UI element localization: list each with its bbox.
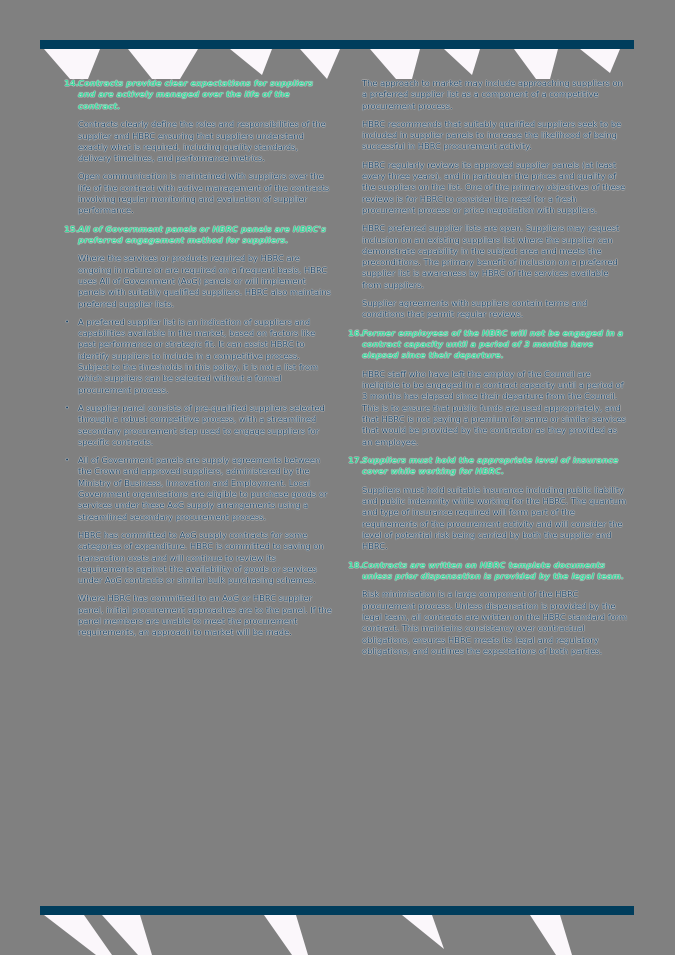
footer-band <box>40 906 634 915</box>
section-18-heading: 18.Contracts are written on HBRC templat… <box>348 559 625 581</box>
section-15-heading: 15.All of Government panels or HBRC pane… <box>64 223 327 245</box>
bullet-item: A supplier panel consists of pre-qualifi… <box>65 403 332 448</box>
paragraph: Supplier agreements with suppliers conta… <box>362 298 588 320</box>
section-15-paragraph: Where HBRC has committed to an AoG or HB… <box>78 593 332 638</box>
section-17-heading: 17.Suppliers must hold the appropriate l… <box>348 454 619 477</box>
paragraph: HBRC regularly reviews its approved supp… <box>362 159 626 215</box>
bullet-item: All of Government panels are supply agre… <box>65 455 332 523</box>
section-14-heading: 14.Contracts provide clear expectations … <box>64 78 314 111</box>
section-17-paragraph: Suppliers must hold suitable insurance i… <box>362 484 627 552</box>
right-column: The approach to market may include appro… <box>348 78 630 664</box>
paragraph: The approach to market may include appro… <box>362 78 623 111</box>
section-14-paragraph: Open communication is maintained with su… <box>78 171 330 216</box>
section-15-paragraph: Where the services or products required … <box>78 253 331 309</box>
header-band <box>40 40 634 49</box>
section-16-heading: 16.Former employees of the HBRC will not… <box>348 327 624 361</box>
left-column: 14.Contracts provide clear expectations … <box>64 78 332 646</box>
paragraph: HBRC preferred supplier lists are open. … <box>362 223 620 290</box>
section-15-paragraph: HBRC has committed to AoG supply contrac… <box>78 529 324 586</box>
section-16-paragraph: HBRC staff who have left the employ of t… <box>362 368 627 447</box>
bullet-item: A preferred supplier list is an indicati… <box>65 317 332 396</box>
section-14-paragraph: Contracts clearly define the roles and r… <box>78 119 326 164</box>
header-decoration <box>40 49 634 79</box>
section-18-paragraph: Risk minimisation is a large component o… <box>362 589 628 656</box>
footer-decoration <box>40 915 634 955</box>
paragraph: HBRC recommends that suitably qualified … <box>362 118 622 152</box>
